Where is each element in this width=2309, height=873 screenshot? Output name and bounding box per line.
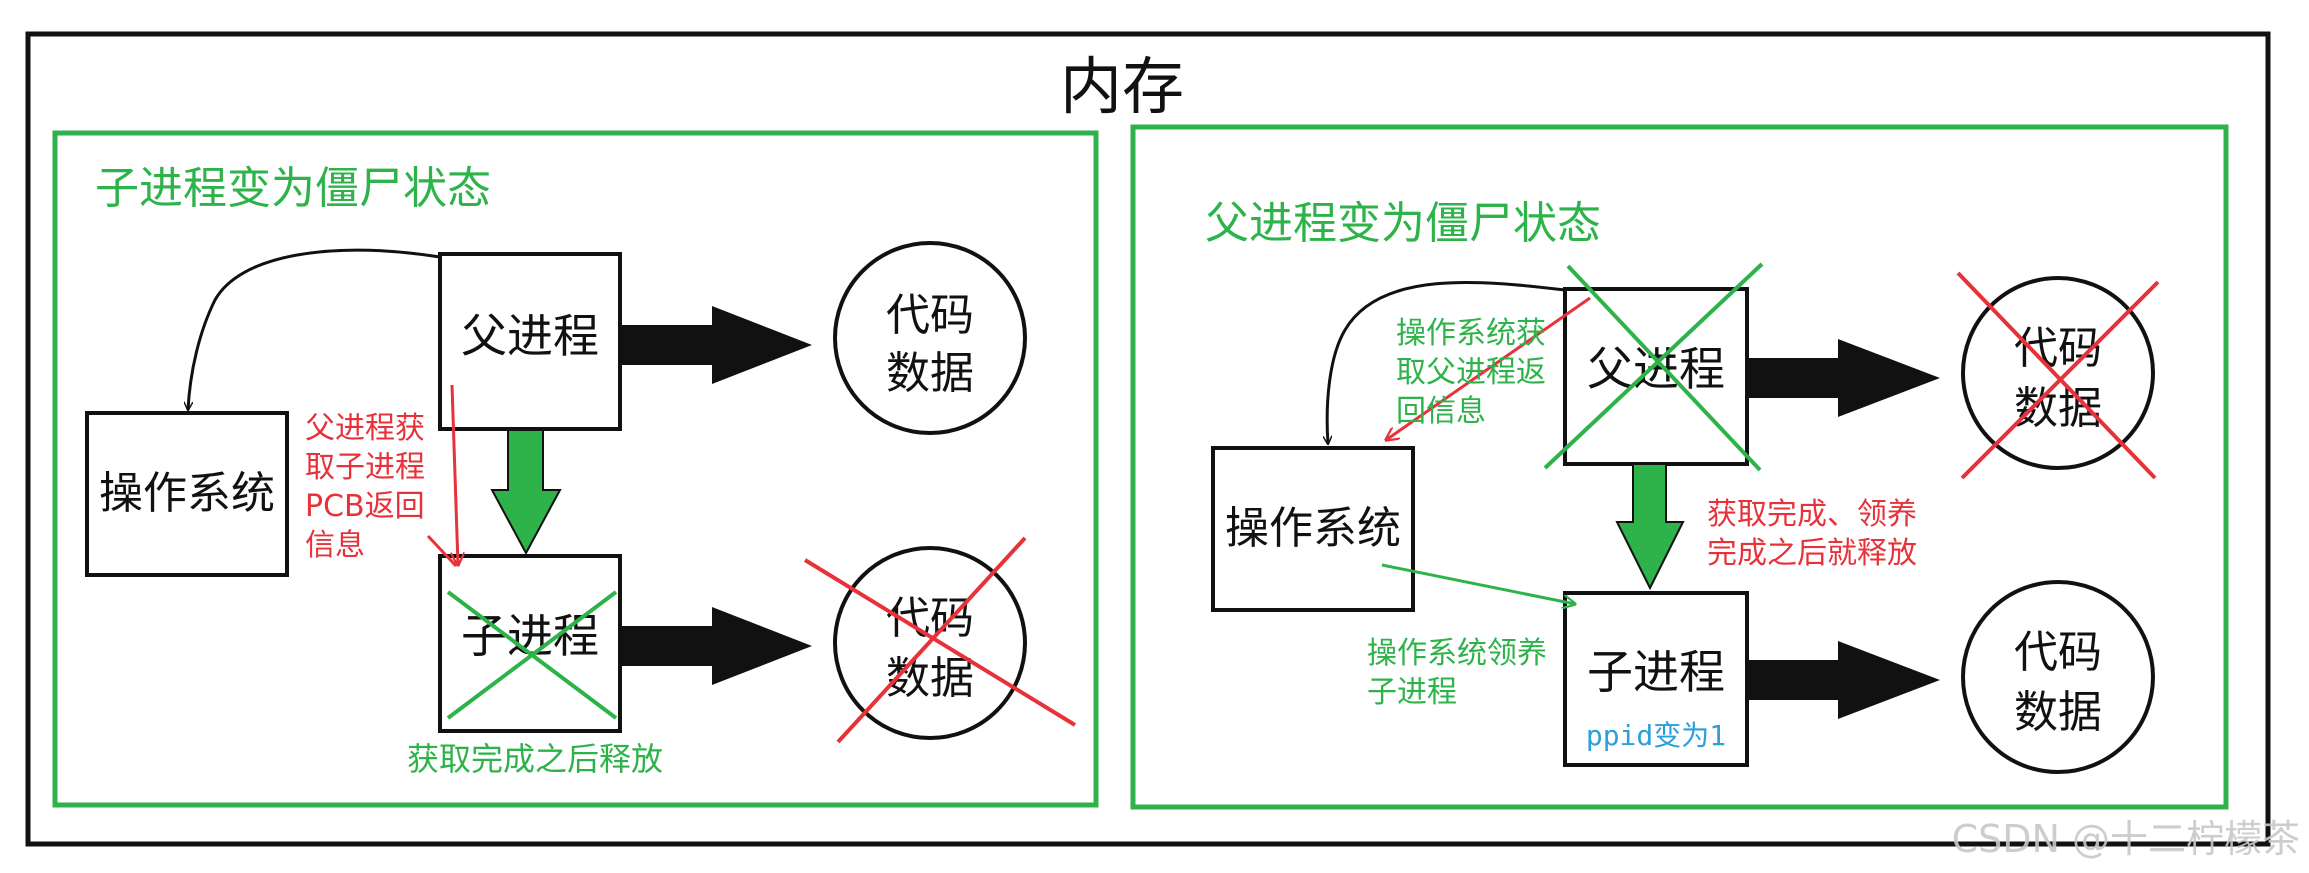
- left-os-box: [85, 411, 289, 577]
- left-parent-process-label: 父进程: [461, 309, 599, 363]
- right-child-process-label: 子进程: [1587, 645, 1725, 699]
- right-adopt-annotation-line-1: 操作系统领养: [1367, 636, 1547, 671]
- right-os-adopt-arrow: [1381, 563, 1575, 604]
- left-parent-to-data-arrow: [620, 306, 812, 384]
- left-green-annotation: 获取完成之后释放: [407, 740, 663, 778]
- right-parent-cross-line-2: [1543, 262, 1764, 470]
- right-os-box: [1211, 446, 1415, 612]
- right-parent-cross-line-1: [1566, 264, 1762, 472]
- right-os-get-annotation-line-1: 操作系统获: [1396, 316, 1546, 351]
- right-adopt-annotation-line-2: 子进程: [1367, 675, 1457, 710]
- right-top-red-cross-2: [1960, 280, 2160, 480]
- right-child-ppid-note: ppid变为1: [1586, 719, 1726, 752]
- left-top-code-label: 代码: [886, 290, 974, 341]
- left-red-annotation-line-4: 信息: [305, 528, 365, 563]
- left-red-arrow-tail: [426, 534, 458, 568]
- left-red-annotation-line-2: 取子进程: [305, 450, 425, 485]
- left-parent-to-os-curve: [188, 248, 441, 410]
- right-os-label: 操作系统: [1225, 503, 1401, 554]
- left-red-annotation-arrow: [450, 384, 458, 565]
- memory-frame: [25, 31, 2271, 847]
- right-child-process-box: [1563, 591, 1749, 767]
- right-parent-to-os-curve: [1327, 280, 1566, 444]
- right-parent-process-label: 父进程: [1587, 342, 1725, 396]
- watermark: CSDN @十二柠檬茶: [1952, 817, 2300, 861]
- left-top-code-data-circle: [833, 241, 1027, 435]
- left-bottom-data-label: 数据: [886, 653, 974, 704]
- right-bottom-code-data-circle: [1961, 580, 2155, 774]
- right-panel-frame: [1130, 124, 2229, 810]
- left-bottom-red-cross-1: [803, 558, 1077, 727]
- left-child-process-box: [438, 554, 622, 733]
- right-parent-to-child-green-arrow: [1615, 463, 1685, 591]
- left-top-data-label: 数据: [886, 348, 974, 399]
- memory-title: 内存: [1060, 50, 1184, 123]
- left-child-cross-line-2: [446, 590, 618, 720]
- left-panel-title: 子进程变为僵尸状态: [95, 163, 491, 214]
- right-top-red-cross-1: [1956, 271, 2157, 480]
- right-release-annotation-line-1: 获取完成、领养: [1707, 497, 1917, 532]
- right-child-to-data-arrow: [1747, 641, 1940, 719]
- left-os-label: 操作系统: [99, 468, 275, 519]
- right-panel-title: 父进程变为僵尸状态: [1205, 198, 1601, 249]
- right-red-arrow-to-os: [1386, 296, 1591, 440]
- left-panel-frame: [52, 130, 1099, 808]
- right-bottom-code-label: 代码: [2014, 627, 2102, 678]
- right-release-annotation-line-2: 完成之后就释放: [1707, 536, 1917, 571]
- right-bottom-data-label: 数据: [2014, 687, 2102, 738]
- left-red-annotation-line-3: PCB返回: [305, 489, 425, 524]
- right-parent-process-box: [1563, 287, 1749, 466]
- left-parent-to-child-green-arrow: [490, 429, 562, 556]
- left-child-to-data-arrow: [620, 607, 812, 685]
- right-os-get-annotation-line-3: 回信息: [1396, 394, 1486, 429]
- left-red-annotation-line-1: 父进程获: [305, 411, 425, 446]
- right-os-get-annotation-line-2: 取父进程返: [1396, 355, 1546, 390]
- left-bottom-red-cross-2b: [836, 536, 1027, 744]
- right-parent-to-data-arrow: [1747, 339, 1940, 417]
